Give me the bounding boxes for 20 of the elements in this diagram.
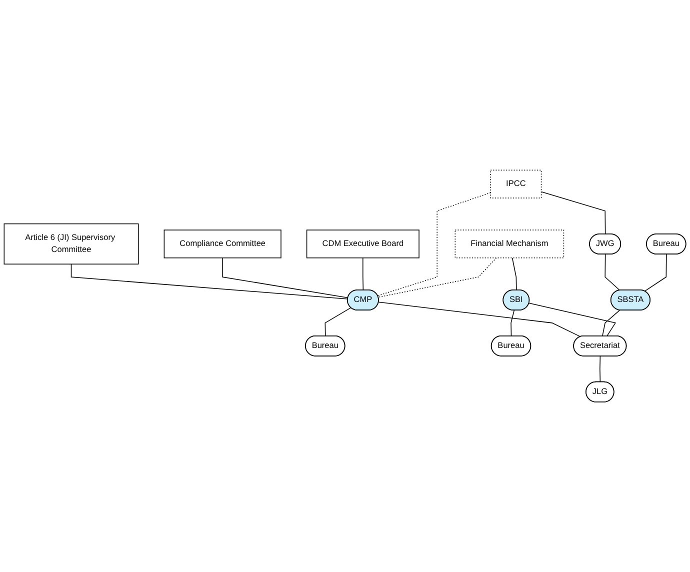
node-box: Compliance Committee xyxy=(164,230,282,258)
node-box: Article 6 (JI) Supervisory Committee xyxy=(4,223,139,264)
connector xyxy=(600,356,601,382)
connector xyxy=(378,302,581,338)
connector xyxy=(528,302,616,336)
connector xyxy=(378,257,497,298)
connector xyxy=(324,307,352,336)
connector xyxy=(540,191,606,234)
connector xyxy=(377,192,491,296)
connector xyxy=(604,254,620,291)
connector xyxy=(222,257,348,298)
connector xyxy=(602,310,620,336)
connector xyxy=(362,257,364,290)
connector xyxy=(512,257,517,290)
connector xyxy=(70,264,348,300)
connector xyxy=(510,310,515,336)
node-box: CDM Executive Board xyxy=(306,230,420,258)
connector xyxy=(644,254,667,292)
node-box: Financial Mechanism xyxy=(454,230,564,258)
node-box: IPCC xyxy=(490,170,542,198)
